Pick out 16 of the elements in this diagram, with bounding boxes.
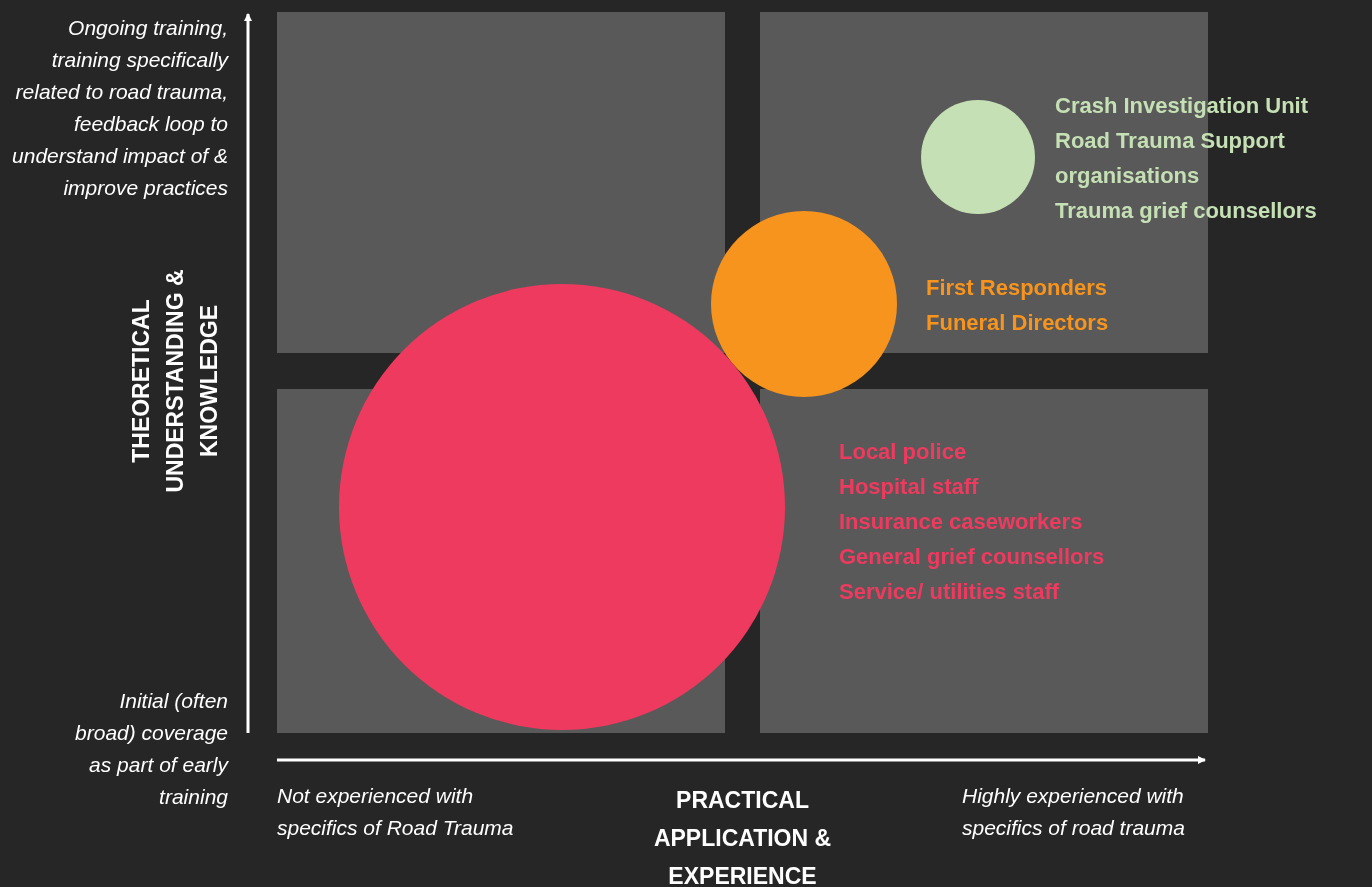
axis-title: PRACTICAL APPLICATION & EXPERIENCE	[652, 786, 833, 887]
group-label: Funeral Directors	[926, 309, 1109, 337]
group-label: Local police	[839, 438, 967, 466]
group-label: Insurance caseworkers	[839, 508, 1083, 536]
group-label: First Responders	[926, 274, 1107, 302]
axis-note: Highly experienced with specifics of road trauma	[962, 783, 1186, 841]
axis-note: Not experienced with specifics of Road Trauma	[277, 783, 515, 841]
group-label: Trauma grief counsellors	[1055, 197, 1317, 225]
axis-note: Initial (often broad) coverage as part of early training	[74, 688, 228, 810]
group-label: Road Trauma Support organisations	[1055, 127, 1286, 190]
group-label: Crash Investigation Unit	[1055, 92, 1309, 120]
group-label: General grief counsellors	[839, 543, 1105, 571]
group-label: Hospital staff	[839, 473, 979, 501]
axis-title: THEORETICAL UNDERSTANDING & KNOWLEDGE	[127, 268, 223, 495]
group-label: Service/ utilities staff	[839, 578, 1060, 606]
axis-note: Ongoing training, training specifically related to road trauma, feedback loop to understand impact of & improve practices	[11, 15, 228, 201]
